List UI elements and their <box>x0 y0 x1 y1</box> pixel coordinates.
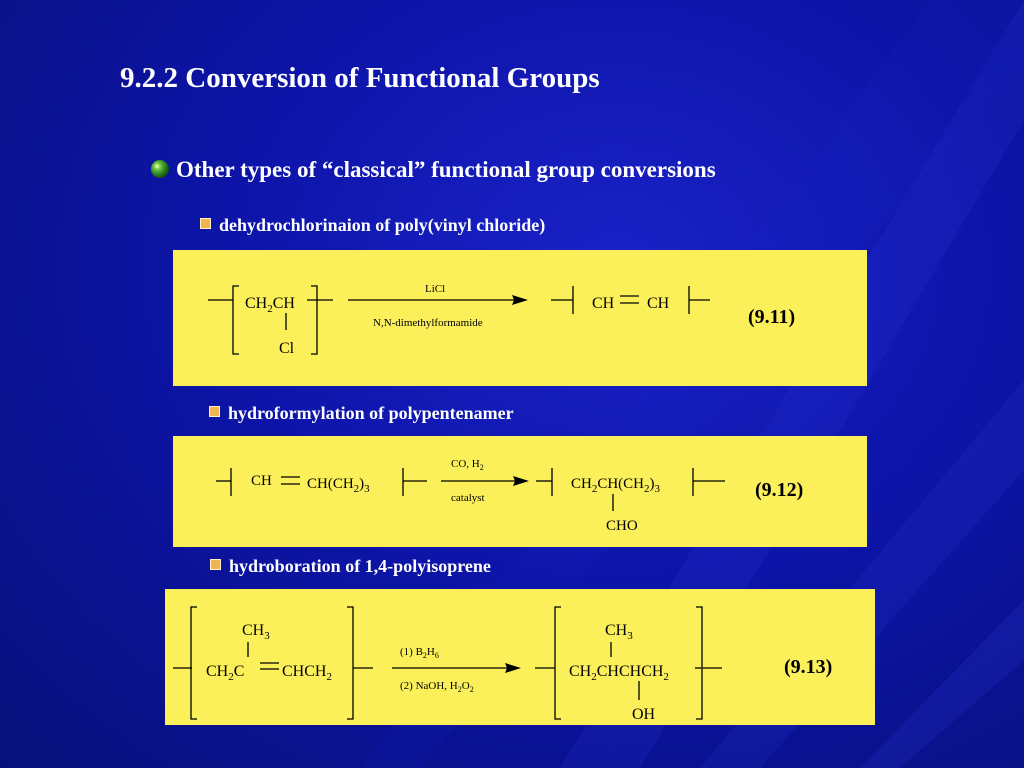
reagent-above: LiCl <box>425 283 445 295</box>
reaction-panel-9-13: CH3 CH2C CHCH2 (1) B2H6 (2) NaOH, H2O2 C… <box>165 589 875 725</box>
equation-number: (9.12) <box>755 479 804 501</box>
subheading-hydroboration: hydroboration of 1,4-polyisoprene <box>210 556 491 577</box>
subheading-hydroformylation: hydroformylation of polypentenamer <box>209 403 514 424</box>
product-right-ch: CH <box>647 295 670 312</box>
reaction-panel-9-11: CH2CH Cl LiCl N,N-dimethylformamide CH C… <box>173 250 867 386</box>
subheading-text: hydroboration of 1,4-polyisoprene <box>229 556 491 576</box>
reaction-panel-9-12: CH CH(CH2)3 CO, H2 catalyst CH2CH(CH2)3 … <box>173 436 867 547</box>
subheading-text: dehydrochlorinaion of poly(vinyl chlorid… <box>219 215 546 235</box>
reactant-substituent-cl: Cl <box>279 340 295 357</box>
product-chain: CH2CH(CH2)3 <box>571 476 661 495</box>
equation-number: (9.13) <box>784 656 833 678</box>
reactant-right-group: CH(CH2)3 <box>307 476 370 495</box>
reactant-left-ch: CH <box>251 473 272 489</box>
reagent-step-1: (1) B2H6 <box>400 646 439 660</box>
equation-number: (9.11) <box>748 306 796 328</box>
orange-square-icon <box>210 559 221 570</box>
main-bullet: Other types of “classical” functional gr… <box>150 157 716 183</box>
main-bullet-text: Other types of “classical” functional gr… <box>176 157 716 182</box>
reagent-below: catalyst <box>451 492 485 504</box>
reaction-scheme-9-13: CH3 CH2C CHCH2 (1) B2H6 (2) NaOH, H2O2 C… <box>173 606 722 723</box>
product-substituent-oh: OH <box>632 706 656 723</box>
product-methyl: CH3 <box>605 622 633 642</box>
reagent-step-2: (2) NaOH, H2O2 <box>400 680 474 694</box>
reagent-below: N,N-dimethylformamide <box>373 317 483 329</box>
orange-square-icon <box>209 406 220 417</box>
green-sphere-icon <box>151 160 169 178</box>
slide-title: 9.2.2 Conversion of Functional Groups <box>120 62 600 94</box>
reaction-scheme-9-11: CH2CH Cl LiCl N,N-dimethylformamide CH C… <box>208 283 710 357</box>
subheading-dehydrochlorination: dehydrochlorinaion of poly(vinyl chlorid… <box>200 215 545 236</box>
product-left-ch: CH <box>592 295 615 312</box>
reactant-ch2: CH2CH <box>245 295 295 315</box>
reactant-chain: CH2C <box>206 663 244 683</box>
subheading-text: hydroformylation of polypentenamer <box>228 403 514 423</box>
product-chain: CH2CHCHCH2 <box>569 663 669 683</box>
reactant-chch2: CHCH2 <box>282 663 332 683</box>
reactant-methyl: CH3 <box>242 622 270 642</box>
reaction-scheme-9-12: CH CH(CH2)3 CO, H2 catalyst CH2CH(CH2)3 … <box>216 458 725 534</box>
product-substituent-cho: CHO <box>606 518 638 534</box>
orange-square-icon <box>200 218 211 229</box>
reagent-above: CO, H2 <box>451 458 484 472</box>
